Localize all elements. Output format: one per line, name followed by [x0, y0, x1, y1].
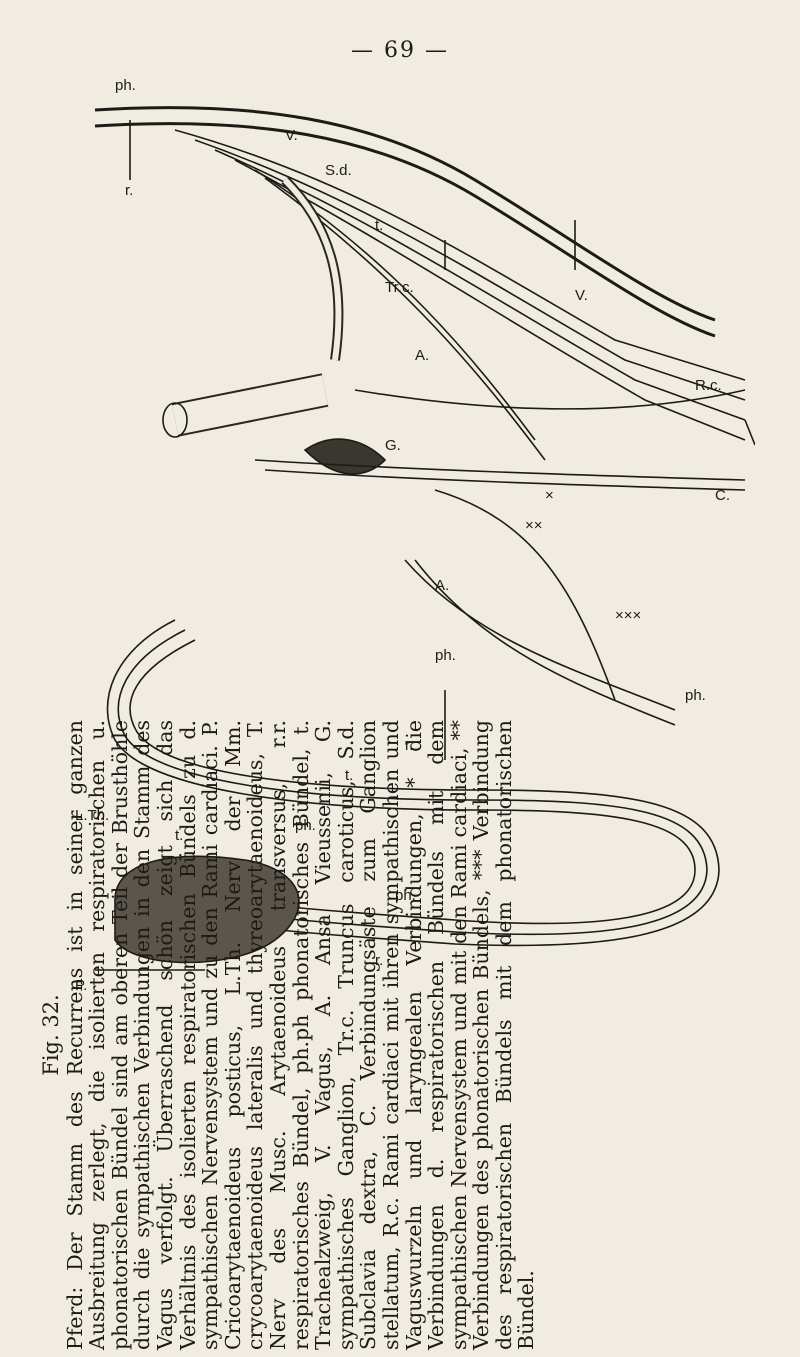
caption-text: Pferd: Der Stamm des Recurrens ist in se…	[62, 720, 539, 1350]
label-r-bottom: r.	[375, 952, 383, 969]
label-v-top: V.	[285, 127, 298, 144]
label-p: P.	[75, 977, 87, 994]
vagus-trunk	[94, 106, 716, 322]
label-lth: L.Th.	[75, 807, 109, 824]
label-ph-right: ph.	[685, 687, 706, 704]
label-p-t: t.	[175, 827, 183, 844]
label-three-star: ×××	[615, 607, 641, 624]
label-rc: R.c.	[695, 377, 722, 394]
label-g: G.	[385, 437, 401, 454]
recurrens-loop	[106, 619, 696, 925]
page-number: — 69 —	[351, 38, 449, 63]
label-ph-mid: ph.	[435, 647, 456, 664]
label-two-star: ××	[525, 517, 543, 534]
label-r-mid: r.	[405, 737, 413, 754]
label-v-right: V.	[575, 287, 588, 304]
label-t-top: t.	[375, 217, 383, 234]
label-t-mid: t.	[345, 767, 353, 784]
label-sd: S.d.	[325, 162, 352, 179]
subclavia-dextra	[281, 176, 344, 361]
figure-caption: Fig. 32. Pferd: Der Stamm des Recurrens …	[39, 720, 539, 1350]
label-c: C.	[715, 487, 730, 504]
caption-title: Fig. 32.	[39, 994, 63, 1076]
label-trc: Tr.c.	[385, 279, 414, 296]
label-a-upper: A.	[415, 347, 429, 364]
label-ph-low: ph.	[295, 817, 316, 834]
cricoarytaenoideus-muscle	[114, 855, 300, 964]
label-r-top: r.	[125, 182, 133, 199]
sympathetic-ganglion	[303, 438, 387, 475]
label-ph-bottom: ph.	[395, 887, 416, 904]
label-ph-top: ph.	[115, 77, 136, 94]
label-star: ×	[545, 487, 554, 504]
label-a-lower: A.	[435, 577, 449, 594]
anatomical-figure: ph. r. V. S.d. t. Tr.c. A. G. V. R.c. C.…	[75, 77, 755, 994]
